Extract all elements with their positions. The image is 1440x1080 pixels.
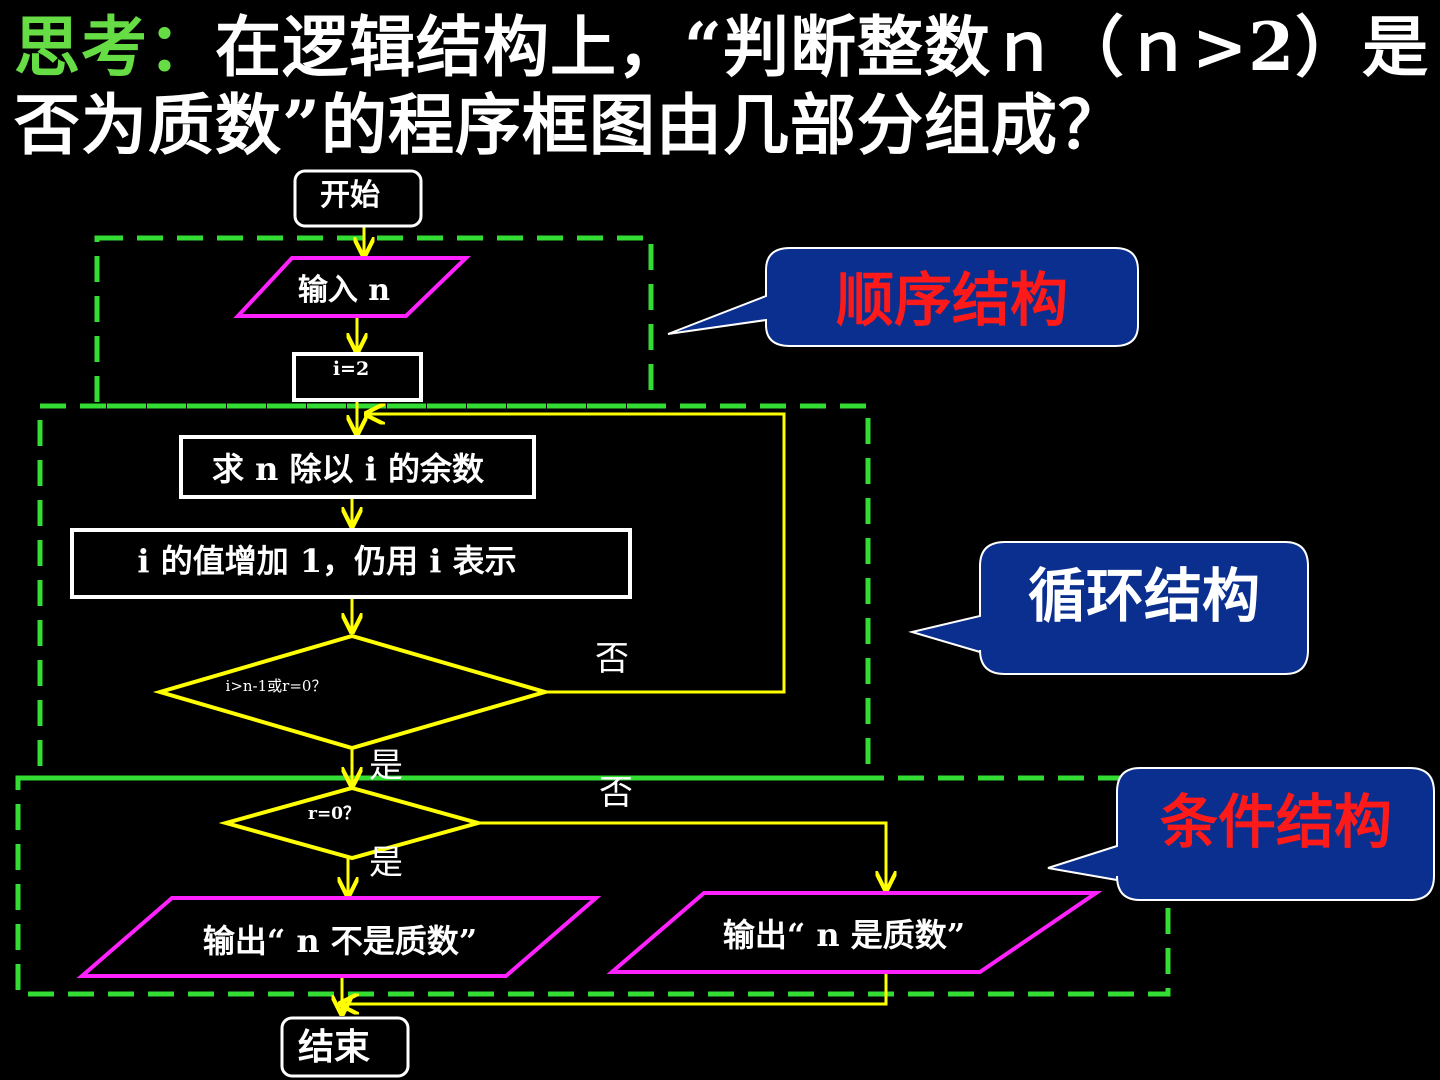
output-prime-label: 输出“ n 是质数” xyxy=(723,916,965,954)
loop-decision-diamond xyxy=(152,633,553,751)
output-not-prime-parallelogram xyxy=(76,896,602,978)
arrow-cond-no xyxy=(478,821,886,890)
cond-yes-label: 是 xyxy=(369,843,403,883)
cond-decision-diamond xyxy=(218,785,486,861)
title-question: 在逻辑结构上，“判断整数ｎ（ｎ>2）是否为质数”的程序框图由几部分组成？ xyxy=(14,8,1430,164)
arrow-prime-end xyxy=(340,974,888,1004)
end-label: 结束 xyxy=(298,1027,370,1068)
input-label: 输入 n xyxy=(298,273,390,308)
increment-label: i 的值增加 1，仍用 i 表示 xyxy=(137,542,516,580)
loop-callout xyxy=(908,541,1309,675)
start-label: 开始 xyxy=(320,178,380,213)
output-prime-parallelogram xyxy=(606,891,1103,974)
start-terminal xyxy=(293,169,423,228)
sequence-region xyxy=(94,235,654,409)
loop-callout-label: 循环结构 xyxy=(1028,562,1260,630)
loop-region xyxy=(37,403,871,781)
condition-callout xyxy=(1047,767,1435,901)
flow-lines xyxy=(340,226,886,1014)
increment-box xyxy=(70,528,632,599)
loop-yes-label: 是 xyxy=(369,746,403,786)
page-title: 思考：在逻辑结构上，“判断整数ｎ（ｎ>2）是否为质数”的程序框图由几部分组成？ xyxy=(14,8,1434,164)
title-lead: 思考： xyxy=(14,8,215,86)
init-box xyxy=(292,352,423,402)
output-not-prime-label: 输出“ n 不是质数” xyxy=(203,922,477,960)
condition-callout-label: 条件结构 xyxy=(1160,788,1392,856)
init-label: i=2 xyxy=(333,358,369,380)
loop-back-line xyxy=(366,414,786,694)
cond-no-label: 否 xyxy=(599,773,633,813)
sequence-callout xyxy=(667,247,1139,347)
remainder-box xyxy=(179,435,536,499)
loop-condition-label: i>n-1或r=0？ xyxy=(226,677,327,695)
remainder-label: 求 n 除以 i 的余数 xyxy=(212,450,485,488)
end-terminal xyxy=(280,1016,410,1078)
cond-label: r=0？ xyxy=(308,804,360,824)
input-parallelogram xyxy=(233,256,471,318)
loop-no-label: 否 xyxy=(595,639,629,679)
sequence-callout-label: 顺序结构 xyxy=(836,266,1068,334)
